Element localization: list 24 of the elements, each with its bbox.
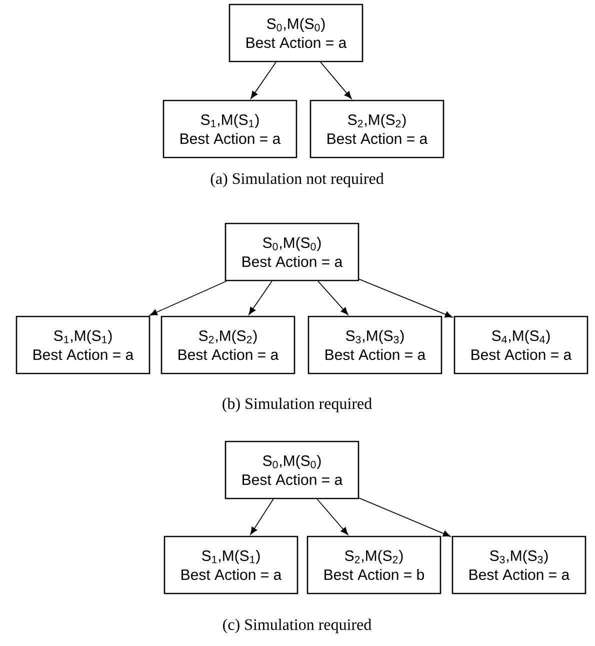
arrow <box>150 280 227 316</box>
state-box: S$_{3}$,M(S$_{3}$) Best Action = a <box>308 316 442 374</box>
state-box: S$_{0}$,M(S$_{0}$) Best Action = a <box>224 222 360 282</box>
state-box: S$_{2}$,M(S$_{2}$) Best Action = b <box>306 536 442 594</box>
state-box: S$_{2}$,M(S$_{2}$) Best Action = a <box>310 100 444 158</box>
state-box: S$_{1}$,M(S$_{1}$) Best Action = a <box>162 100 298 158</box>
state-box: S$_{1}$,M(S$_{1}$) Best Action = a <box>164 536 298 594</box>
state-box: S$_{3}$,M(S$_{3}$) Best Action = a <box>452 536 586 594</box>
arrow <box>316 498 348 535</box>
caption: (c) Simulation required <box>223 618 372 634</box>
state-box: S$_{0}$,M(S$_{0}$) Best Action = a <box>224 440 360 500</box>
arrow <box>250 498 274 535</box>
arrow <box>250 62 276 99</box>
arrow <box>358 278 453 318</box>
state-box: S$_{4}$,M(S$_{4}$) Best Action = a <box>454 316 588 374</box>
arrow <box>358 498 451 537</box>
arrow <box>320 62 352 99</box>
arrow <box>248 280 272 315</box>
state-box: S$_{1}$,M(S$_{1}$) Best Action = a <box>16 316 150 374</box>
state-box: S$_{2}$,M(S$_{2}$) Best Action = a <box>160 316 296 374</box>
caption: (b) Simulation required <box>222 398 372 412</box>
state-box: S$_{0}$,M(S$_{0}$) Best Action = a <box>228 4 364 62</box>
caption: (a) Simulation not required <box>210 172 384 188</box>
arrow <box>318 280 348 315</box>
